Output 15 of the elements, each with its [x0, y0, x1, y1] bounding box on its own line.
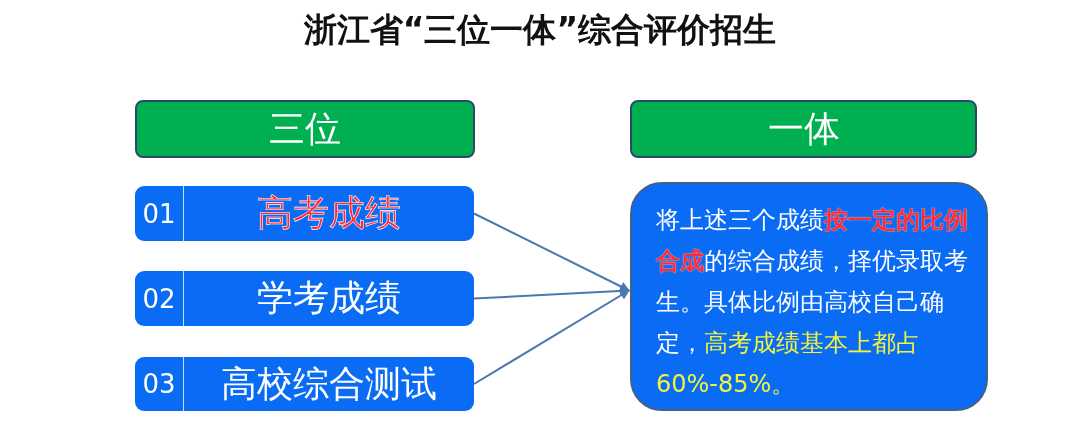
item-label: 高考成绩: [256, 191, 402, 235]
header-box: 一体: [630, 100, 977, 158]
item-number: 01: [135, 186, 184, 241]
item-label: 高校综合测试: [220, 361, 438, 406]
title: 浙江省“三位一体”综合评价招生: [302, 9, 778, 51]
arrow: [473, 212, 630, 292]
item-label: 学考成绩: [256, 276, 402, 320]
description-panel: 将上述三个成绩按一定的比例合成的综合成绩，择优录取考生。具体比例由高校自己确定，高考成绩基本上都占60%-85%。: [630, 182, 988, 411]
header-box: 三位: [135, 100, 475, 158]
arrow: [473, 289, 630, 385]
item-bar: [135, 357, 474, 411]
item-number: 03: [135, 357, 184, 411]
item-bar: [135, 186, 474, 241]
item-bar: [135, 271, 474, 326]
item-number: 02: [135, 271, 184, 326]
